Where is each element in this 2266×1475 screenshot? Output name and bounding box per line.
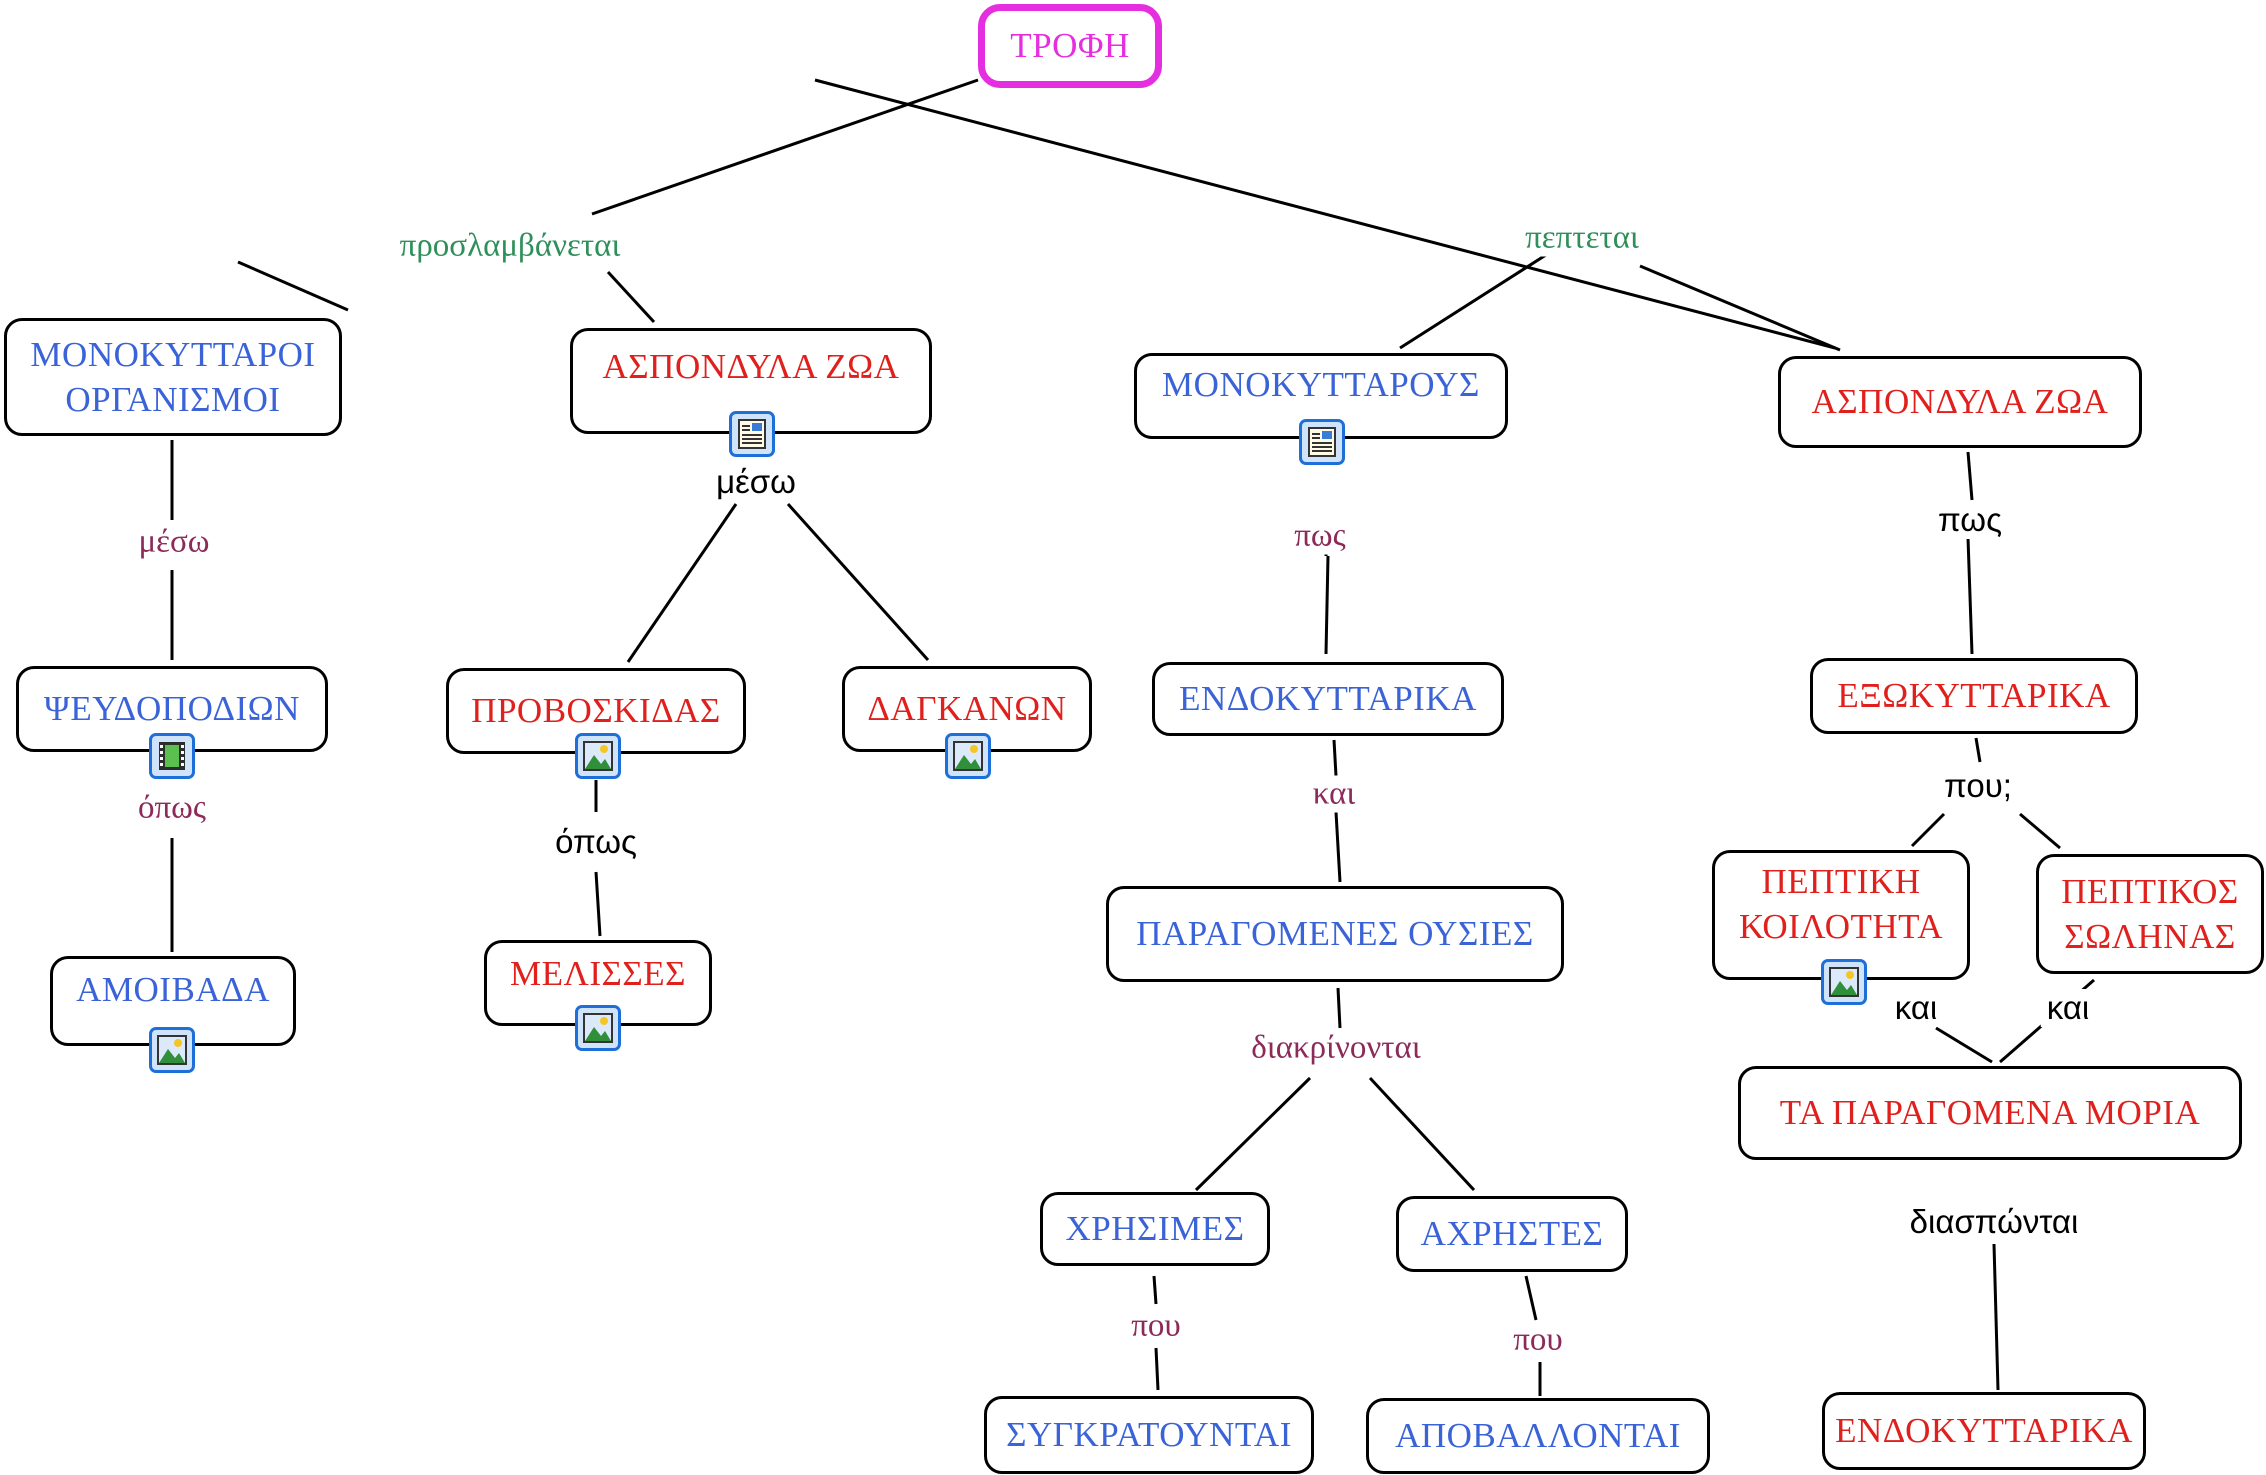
image-icon[interactable] [149,1027,195,1073]
link-pos-right[interactable]: πως [1932,501,2008,539]
concept-peptikos-solinas[interactable]: ΠΕΠΤΙΚΟΣ ΣΩΛΗΝΑΣ [2036,854,2264,974]
concept-endokyttarika-bottom[interactable]: ΕΝΔΟΚΥΤΤΑΡΙΚΑ [1822,1392,2146,1470]
connector-line [786,502,930,662]
connector-line [1992,1243,2000,1391]
connector-line [1639,264,1841,352]
connector-line [2019,812,2061,850]
connector-line [814,78,1836,350]
concept-peptiki-koilotita[interactable]: ΠΕΠΤΙΚΗ ΚΟΙΛΟΤΗΤΑ [1712,850,1970,980]
concept-asponidyla-zoa-right[interactable]: ΑΣΠΟΝΔΥΛΑ ΖΩΑ [1778,356,2142,448]
connector-line [1974,737,1982,763]
link-meso-left[interactable]: μέσω [132,523,216,561]
link-peptetai[interactable]: πεπτεται [1519,219,1645,257]
connector-line [1154,1347,1160,1391]
concept-xrisimes[interactable]: ΧΡΗΣΙΜΕΣ [1040,1192,1270,1266]
image-icon[interactable] [1821,959,1867,1005]
concept-apoballontai[interactable]: ΑΠΟΒΑΛΛΟΝΤΑΙ [1366,1398,1710,1474]
link-diakrinontai[interactable]: διακρίνονται [1245,1029,1427,1067]
connector-line [1332,739,1338,777]
link-pou-right[interactable]: που [1507,1321,1569,1359]
link-kai-right-1[interactable]: και [1888,989,1944,1027]
concept-proboskidas[interactable]: ΠΡΟΒΟΣΚΙΔΑΣ [446,668,746,754]
concept-axristes[interactable]: ΑΧΡΗΣΤΕΣ [1396,1196,1628,1272]
connector-line [1966,537,1974,655]
connector-line [1324,555,1330,655]
connector-line [1368,1076,1476,1192]
image-icon[interactable] [575,733,621,779]
link-pou-question[interactable]: που; [1938,767,2018,805]
concept-monokyttarous[interactable]: ΜΟΝΟΚΥΤΤΑΡΟΥΣ [1134,353,1508,439]
connector-line [1399,244,1561,350]
document-icon[interactable] [1299,419,1345,465]
link-meso-mid[interactable]: μέσω [710,463,802,501]
concept-exokyttarika[interactable]: ΕΞΩΚΥΤΤΑΡΙΚΑ [1810,658,2138,734]
concept-trofi[interactable]: ΤΡΟΦΗ [978,4,1162,88]
link-proslamvanetai[interactable]: προσλαμβάνεται [393,227,627,265]
connector-line [606,270,656,324]
document-icon[interactable] [729,411,775,457]
concept-amoibada[interactable]: ΑΜΟΙΒΑΔΑ [50,956,296,1046]
connector-line [626,503,738,663]
image-icon[interactable] [575,1005,621,1051]
connector-line [1334,811,1342,883]
connector-line [591,78,979,216]
link-kai-right-2[interactable]: και [2040,989,2096,1027]
concept-endokyttarika-top[interactable]: ΕΝΔΟΚΥΤΤΑΡΙΚΑ [1152,662,1504,736]
connector-line [1910,812,1946,848]
image-icon[interactable] [945,733,991,779]
connector-line [1524,1275,1538,1321]
connector-line [594,871,602,937]
connector-line [1194,1076,1312,1192]
connector-line [1966,451,1974,501]
connector-line [1336,987,1342,1029]
connector-line [237,260,349,312]
link-pos-mid[interactable]: πως [1288,517,1352,555]
concept-paragomenes-ousies[interactable]: ΠΑΡΑΓΟΜΕΝΕΣ ΟΥΣΙΕΣ [1106,886,1564,982]
connector-line [1152,1275,1158,1305]
connector-line [1935,1026,1993,1064]
link-kai-mid[interactable]: και [1306,775,1362,813]
concept-monokyttaroi-organismoi[interactable]: ΜΟΝΟΚΥΤΤΑΡΟΙ ΟΡΓΑΝΙΣΜΟΙ [4,318,342,436]
link-opos-left[interactable]: όπως [132,789,212,827]
link-diasponai[interactable]: διασπώνται [1903,1203,2085,1241]
concept-asponidyla-zoa-left[interactable]: ΑΣΠΟΝΔΥΛΑ ΖΩΑ [570,328,932,434]
concept-sygkratountai[interactable]: ΣΥΓΚΡΑΤΟΥΝΤΑΙ [984,1396,1314,1474]
link-pou-left[interactable]: που [1125,1307,1187,1345]
video-icon[interactable] [149,733,195,779]
link-opos-mid[interactable]: όπως [549,823,643,861]
concept-ta-paragomena-moria[interactable]: ΤΑ ΠΑΡΑΓΟΜΕΝΑ ΜΟΡΙΑ [1738,1066,2242,1160]
